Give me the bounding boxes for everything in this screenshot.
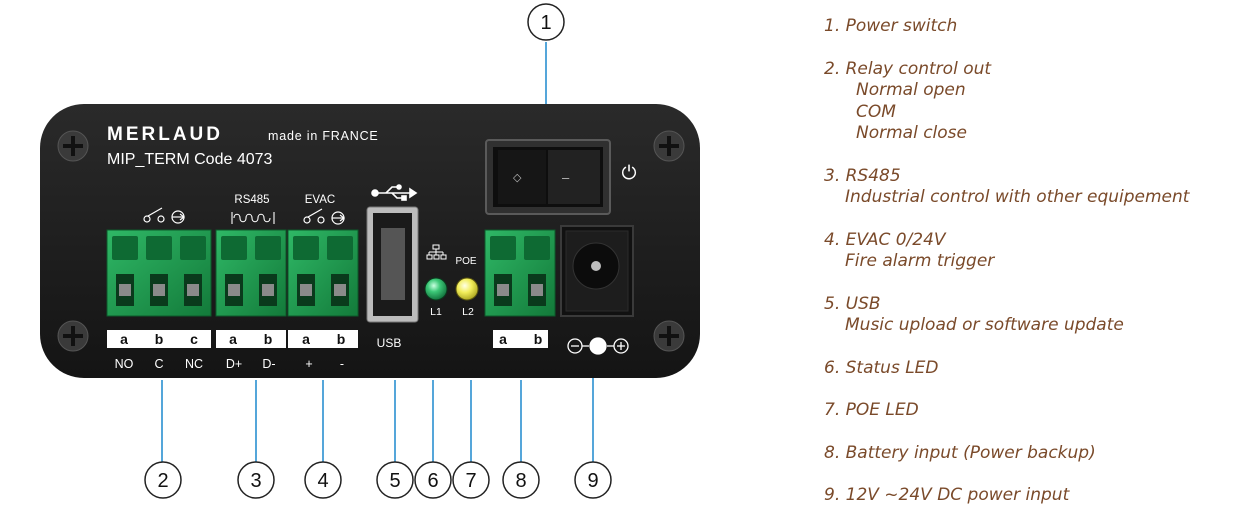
- model-code: MIP_TERM Code 4073: [107, 151, 273, 168]
- usb-label: USB: [377, 336, 402, 350]
- callouts: 1 2 3 4 5 6 7 8 9: [144, 3, 612, 499]
- callout-8: 8: [515, 470, 526, 492]
- legend-line: Normal open: [856, 80, 966, 100]
- rs485-pin-dminus: D-: [262, 357, 275, 371]
- status-led: [424, 277, 448, 301]
- poe-led: [455, 277, 479, 301]
- legend-item-4: 4. EVAC 0/24V Fire alarm trigger: [824, 230, 1234, 273]
- callout-7: 7: [465, 470, 476, 492]
- switch-on-mark: –: [562, 170, 570, 185]
- rs485-letter-a: a: [229, 331, 237, 347]
- network-icon: [426, 244, 447, 260]
- callout-6: 6: [427, 470, 438, 492]
- evac-letter-a: a: [302, 331, 310, 347]
- legend-title: 2. Relay control out: [824, 58, 992, 79]
- legend-line: COM: [856, 101, 896, 122]
- legend-item-9: 9. 12V ~24V DC power input: [824, 485, 1234, 507]
- legend-line: Fire alarm trigger: [845, 251, 995, 271]
- mounting-screws: [57, 130, 685, 352]
- legend-title: 1. Power switch: [824, 16, 958, 36]
- evac-label: EVAC: [305, 194, 335, 206]
- legend-line: Music upload or software update: [845, 315, 1124, 335]
- evac-pin-minus: -: [340, 357, 344, 371]
- legend-title: 3. RS485: [824, 165, 901, 186]
- evac-pin-plus: +: [305, 357, 312, 371]
- callout-5: 5: [389, 470, 400, 492]
- battery-letter-b: b: [534, 331, 543, 347]
- rs485-coil-icon: [231, 212, 275, 224]
- power-symbol-icon: ⏻: [621, 163, 636, 184]
- legend-item-5: 5. USB Music upload or software update: [824, 294, 1234, 337]
- relay-pin-c: C: [154, 357, 163, 371]
- evac-letter-b: b: [337, 331, 346, 347]
- rs485-label: RS485: [234, 194, 269, 206]
- relay-letter-a: a: [120, 331, 128, 347]
- made-in-label: made in FRANCE: [268, 129, 379, 143]
- usb-port[interactable]: [366, 206, 419, 323]
- relay-terminal-block: [106, 229, 212, 317]
- legend-line: Normal close: [856, 123, 967, 143]
- poe-label: POE: [455, 256, 476, 267]
- legend-item-7: 7. POE LED: [824, 400, 1234, 422]
- legend-title: 8. Battery input (Power backup): [824, 442, 1096, 463]
- legend-item-6: 6. Status LED: [824, 358, 1234, 380]
- legend-item-3: 3. RS485 Industrial control with other e…: [824, 166, 1234, 209]
- power-switch[interactable]: ◇ –: [485, 139, 611, 215]
- rs485-terminal-block: [215, 229, 287, 317]
- callout-3: 3: [250, 470, 261, 492]
- device-diagram: MERLAUD made in FRANCE MIP_TERM Code 407…: [40, 3, 700, 499]
- usb-icon: [371, 184, 418, 201]
- legend: 1. Power switch 2. Relay control out Nor…: [824, 16, 1234, 528]
- legend-line: Industrial control with other equipement: [845, 187, 1190, 207]
- legend-title: 7. POE LED: [824, 400, 919, 420]
- legend-title: 9. 12V ~24V DC power input: [824, 485, 1070, 505]
- terminal-letter-boxes: [107, 330, 548, 348]
- legend-title: 5. USB: [824, 293, 881, 314]
- screw-icon: [653, 130, 685, 162]
- relay-letter-b: b: [155, 331, 164, 347]
- relay-pin-no: NO: [115, 357, 134, 371]
- legend-title: 4. EVAC 0/24V: [824, 229, 946, 250]
- legend-item-8: 8. Battery input (Power backup): [824, 443, 1234, 465]
- rs485-letter-b: b: [264, 331, 273, 347]
- relay-contact-icon: [143, 207, 185, 224]
- led1-label: L1: [430, 306, 442, 318]
- legend-title: 6. Status LED: [824, 357, 939, 378]
- screw-icon: [653, 320, 685, 352]
- evac-terminal-block: [287, 229, 359, 317]
- relay-letter-c: c: [190, 331, 198, 347]
- legend-item-1: 1. Power switch: [824, 16, 1234, 38]
- screw-icon: [57, 130, 89, 162]
- relay-pin-nc: NC: [185, 357, 203, 371]
- switch-off-mark: ◇: [513, 172, 522, 184]
- led2-label: L2: [462, 306, 474, 318]
- screw-icon: [57, 320, 89, 352]
- callout-lines: [161, 42, 594, 462]
- callout-4: 4: [317, 470, 328, 492]
- battery-letter-a: a: [499, 331, 507, 347]
- dc-power-jack[interactable]: [560, 225, 634, 317]
- brand-name: MERLAUD: [107, 124, 223, 145]
- callout-2: 2: [157, 470, 168, 492]
- rs485-pin-dplus: D+: [226, 357, 242, 371]
- battery-terminal-block: [484, 229, 556, 317]
- dc-polarity-icon: [567, 337, 629, 355]
- evac-contact-icon: [303, 208, 345, 225]
- callout-9: 9: [587, 470, 598, 492]
- callout-1: 1: [540, 12, 551, 34]
- legend-item-2: 2. Relay control out Normal open COM Nor…: [824, 59, 1234, 145]
